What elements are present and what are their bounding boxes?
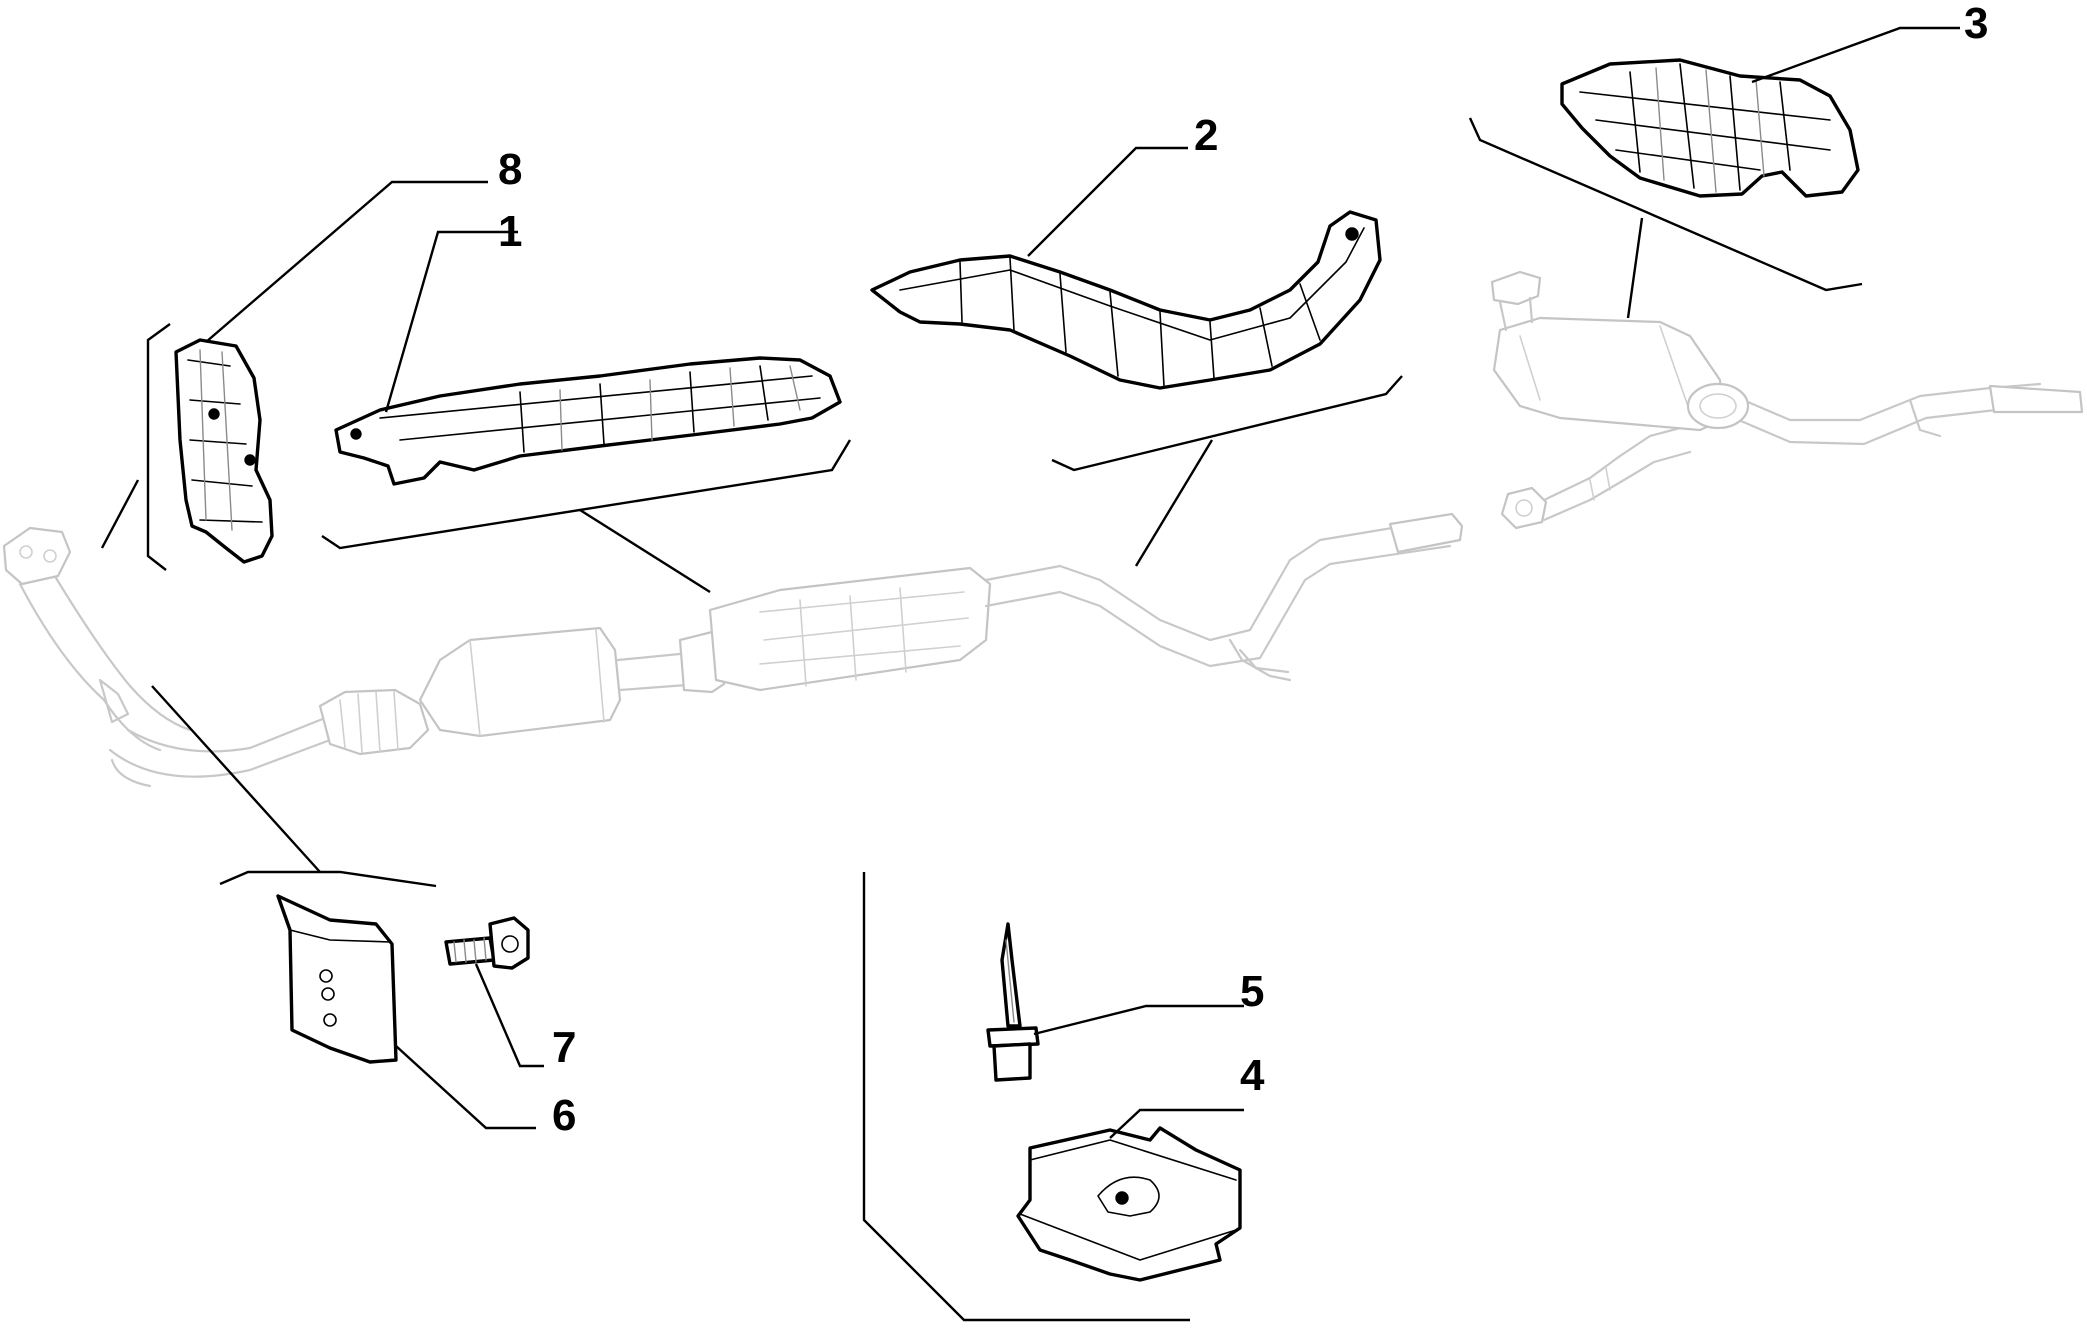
group-brackets — [100, 117, 1863, 1322]
callout-labels: 1 2 3 4 5 6 7 8 — [498, 0, 1988, 1140]
callout-8: 8 — [498, 145, 522, 194]
leader-2 — [1027, 146, 1188, 257]
leader-5 — [1033, 1004, 1244, 1036]
heat-shield-part-3 — [1560, 58, 1860, 198]
heat-shield-part-1 — [334, 356, 842, 486]
heat-shield-part-8 — [174, 338, 274, 564]
callout-1: 1 — [498, 207, 522, 256]
rear-silencer — [1492, 316, 1724, 432]
rivet-part-5 — [986, 922, 1040, 1082]
callout-2: 2 — [1194, 111, 1218, 160]
callout-3: 3 — [1964, 0, 1988, 48]
leader-8 — [205, 180, 488, 343]
bolt-part-7 — [444, 916, 530, 970]
leader-7 — [474, 963, 544, 1068]
manifold-flange — [2, 526, 72, 586]
plate-part-6 — [276, 894, 398, 1064]
leader-3 — [1751, 26, 1960, 84]
callout-6: 6 — [552, 1091, 576, 1140]
leader-1 — [384, 230, 518, 413]
exhaust-system-outline — [2, 270, 2084, 788]
catalytic-converter — [418, 626, 622, 738]
leader-lines — [205, 26, 1960, 1139]
leader-4 — [1109, 1108, 1244, 1139]
leader-6 — [395, 1045, 536, 1130]
callout-7: 7 — [552, 1023, 576, 1072]
clip-part-4 — [1016, 1126, 1242, 1282]
callout-5: 5 — [1240, 967, 1264, 1016]
callout-4: 4 — [1240, 1051, 1265, 1100]
heat-shield-part-2 — [870, 210, 1382, 390]
